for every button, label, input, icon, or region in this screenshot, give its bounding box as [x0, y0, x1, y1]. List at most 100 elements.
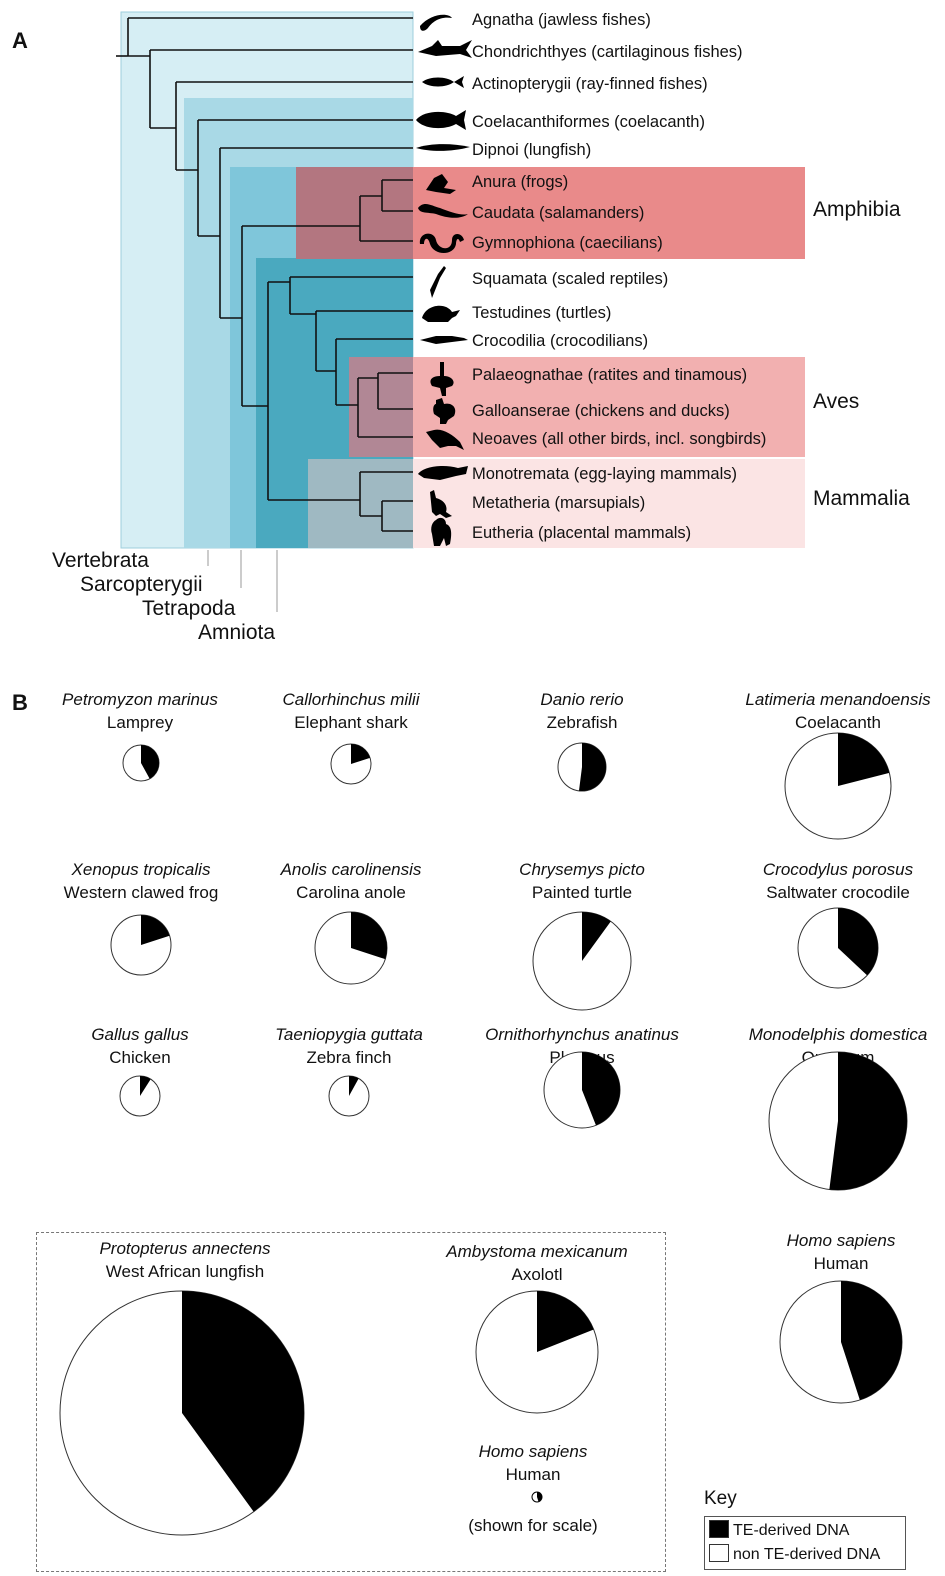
- fish-icon: [422, 76, 464, 88]
- pie-te-slice: [829, 1052, 907, 1190]
- lungfish-icon: [416, 144, 470, 151]
- turtle-icon: [422, 305, 460, 322]
- pie-non-te-slice: [314, 911, 388, 985]
- pie-non-te-slice: [328, 1075, 370, 1117]
- taxon-label: Caudata (salamanders): [472, 204, 644, 222]
- species-scientific-name: Taeniopygia guttata: [275, 1025, 423, 1044]
- pie-te-slice: [578, 743, 607, 791]
- taxon-label: Neoaves (all other birds, incl. songbird…: [472, 430, 766, 448]
- clade-label-amniota: Amniota: [198, 621, 275, 644]
- panel-a-label: A: [12, 28, 28, 53]
- pie-te-slice: [841, 1281, 902, 1401]
- clade-label-tetrapoda: Tetrapoda: [142, 597, 236, 620]
- pie-non-te-slice: [768, 1051, 908, 1191]
- species-common-name: Zebrafish: [546, 713, 618, 732]
- species-common-name: Carolina anole: [296, 883, 406, 902]
- species-common-name: Painted turtle: [531, 883, 633, 902]
- species-common-name: Zebra finch: [306, 1048, 392, 1067]
- species-common-name: Coelacanth: [794, 713, 881, 732]
- key-row-non-te: non TE-derived DNA: [709, 1544, 880, 1566]
- lungfish-axolotl-frame: [36, 1232, 666, 1572]
- species-scientific-name: Anolis carolinensis: [280, 860, 422, 879]
- species-common-name: Human: [813, 1254, 869, 1273]
- lamprey-icon: [420, 14, 452, 31]
- ostrich-icon: [430, 362, 454, 396]
- taxon-label: Actinopterygii (ray-finned fishes): [472, 75, 708, 93]
- tree-branches: [116, 17, 413, 532]
- group-label-aves: Aves: [813, 390, 859, 413]
- species-scientific-name: Latimeria menandoensis: [745, 690, 931, 709]
- pie-non-te-slice: [122, 744, 160, 782]
- taxon-label: Crocodilia (crocodilians): [472, 332, 648, 350]
- key-label-non-te: non TE-derived DNA: [733, 1546, 881, 1563]
- pie-non-te-slice: [557, 742, 607, 792]
- taxon-label: Palaeognathae (ratites and tinamous): [472, 366, 747, 384]
- coelacanth-icon: [416, 110, 466, 130]
- taxon-label: Agnatha (jawless fishes): [472, 11, 651, 29]
- species-common-name: Elephant shark: [294, 713, 408, 732]
- clade-label-sarcopterygii: Sarcopterygii: [80, 573, 203, 596]
- species-scientific-name: Chrysemys picto: [519, 860, 645, 879]
- species-scientific-name: Callorhinchus milii: [282, 690, 420, 709]
- taxon-label: Eutheria (placental mammals): [472, 524, 691, 542]
- pie-te-slice: [141, 915, 170, 945]
- pie-te-slice: [838, 733, 890, 786]
- taxon-label: Chondrichthyes (cartilaginous fishes): [472, 43, 743, 61]
- lizard-icon: [430, 266, 446, 298]
- scale-note-scientific-name: Homo sapiens: [478, 1442, 588, 1461]
- pie-te-slice: [140, 1076, 151, 1096]
- species-common-name: West African lungfish: [105, 1262, 265, 1281]
- taxon-label: Gymnophiona (caecilians): [472, 234, 663, 252]
- pie-te-slice: [351, 912, 388, 960]
- species-common-name: Opossum: [801, 1048, 875, 1067]
- key-title: Key: [704, 1488, 737, 1509]
- pie-te-slice: [349, 1076, 359, 1096]
- species-scientific-name: Protopterus annectens: [99, 1239, 271, 1258]
- group-label-mammalia: Mammalia: [813, 487, 910, 510]
- key-swatch-non-te: [709, 1544, 729, 1562]
- frog-icon: [426, 174, 456, 194]
- taxon-label: Dipnoi (lungfish): [472, 141, 591, 159]
- group-label-amphibia: Amphibia: [813, 198, 901, 221]
- group-band-amphibia-overlap: [296, 167, 413, 259]
- key-row-te: TE-derived DNA: [709, 1520, 849, 1542]
- clade-label-vertebrata: Vertebrata: [52, 549, 149, 572]
- taxon-label: Coelacanthiformes (coelacanth): [472, 113, 705, 131]
- taxon-label: Testudines (turtles): [472, 304, 611, 322]
- taxon-label: Metatheria (marsupials): [472, 494, 645, 512]
- pie-non-te-slice: [784, 732, 892, 840]
- shark-icon: [418, 40, 472, 58]
- pie-te-slice: [582, 912, 611, 961]
- salamander-icon: [418, 203, 468, 218]
- pie-non-te-slice: [797, 907, 879, 989]
- pie-non-te-slice: [330, 743, 372, 785]
- taxon-label: Galloanserae (chickens and ducks): [472, 402, 730, 420]
- taxon-label: Anura (frogs): [472, 173, 568, 191]
- scale-note-text: (shown for scale): [468, 1516, 598, 1535]
- species-common-name: Western clawed frog: [63, 883, 219, 902]
- species-common-name: Saltwater crocodile: [766, 883, 910, 902]
- crocodile-icon: [420, 336, 468, 344]
- pie-non-te-slice: [110, 914, 172, 976]
- key-legend: TE-derived DNA non TE-derived DNA: [704, 1516, 906, 1570]
- species-scientific-name: Ambystoma mexicanum: [446, 1242, 628, 1261]
- key-swatch-te: [709, 1520, 729, 1538]
- pie-non-te-slice: [119, 1075, 161, 1117]
- species-scientific-name: Xenopus tropicalis: [71, 860, 211, 879]
- group-band-aves: [349, 357, 805, 457]
- species-scientific-name: Ornithorhynchus anatinus: [485, 1025, 679, 1044]
- platypus-icon: [418, 466, 468, 480]
- taxon-label: Squamata (scaled reptiles): [472, 270, 668, 288]
- key-label-te: TE-derived DNA: [733, 1522, 850, 1539]
